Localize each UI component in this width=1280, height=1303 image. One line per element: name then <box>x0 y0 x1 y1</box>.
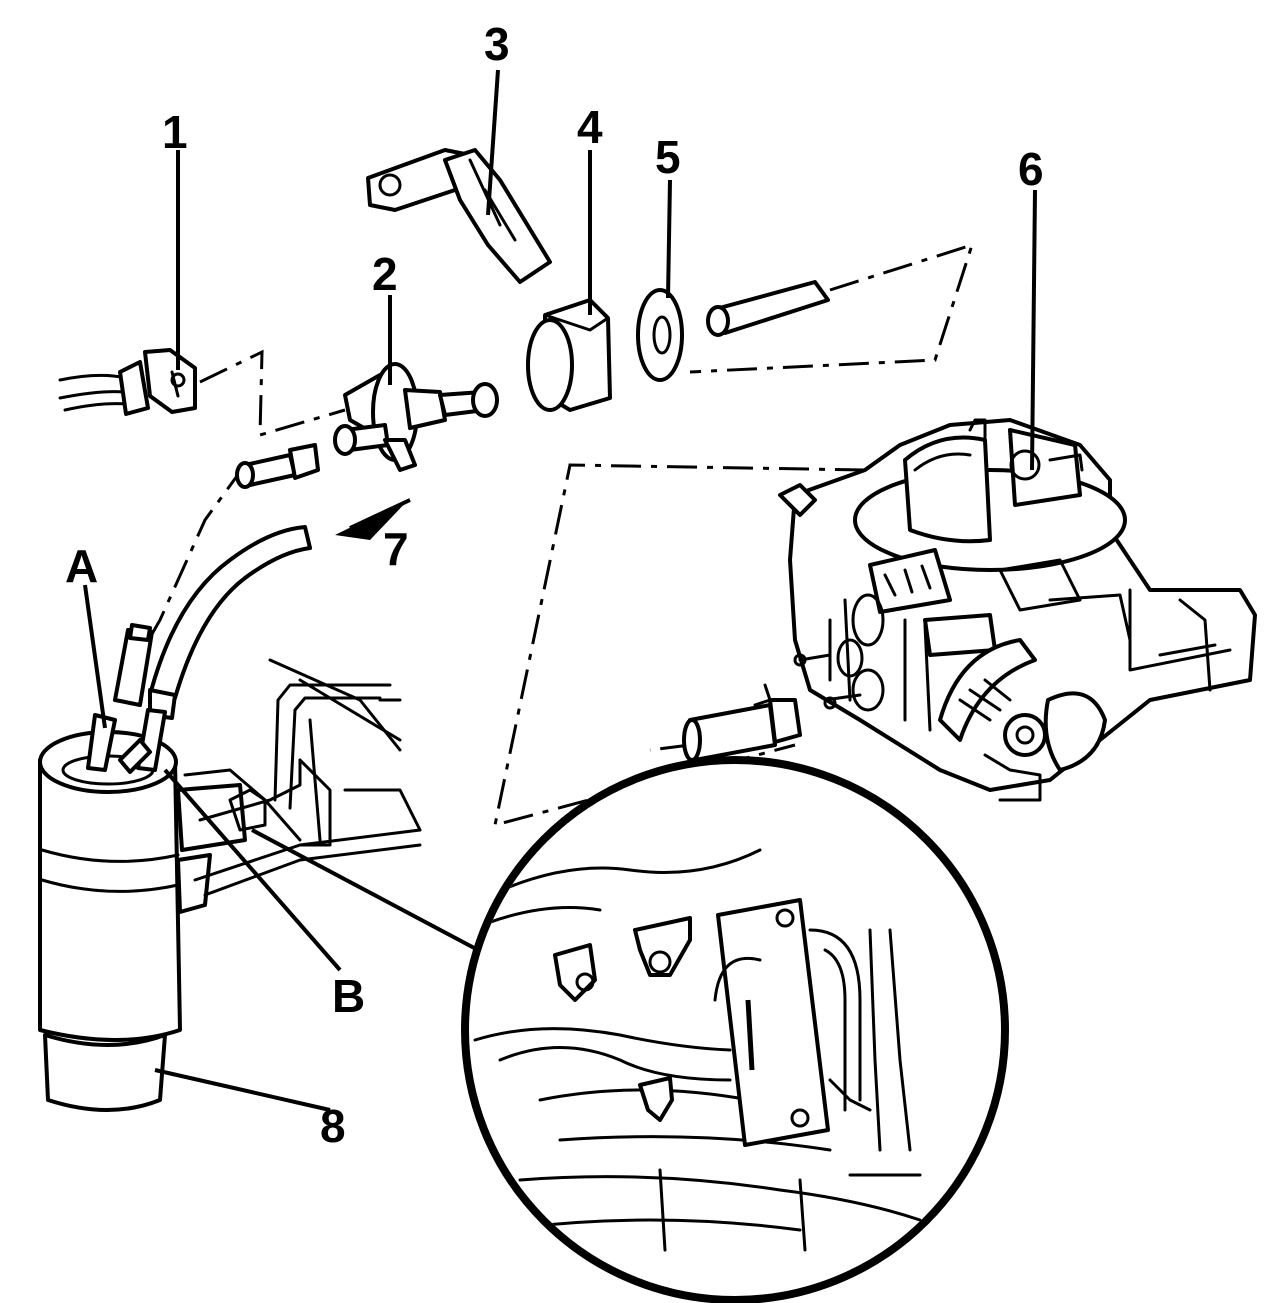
callout-1: 1 <box>162 106 188 158</box>
throttle-body <box>778 418 1257 802</box>
callout-4: 4 <box>577 101 603 153</box>
supply-hose <box>113 623 154 707</box>
callout-3: 3 <box>484 18 510 70</box>
washer <box>636 288 684 382</box>
callout-7: 7 <box>383 523 409 575</box>
detail-inset <box>251 756 1009 1303</box>
hose-fitting <box>235 443 320 489</box>
callout-2: 2 <box>372 248 398 300</box>
callout-8: 8 <box>320 1100 346 1152</box>
electrical-connector <box>58 348 197 416</box>
pressure-valve <box>333 362 499 472</box>
throttle-hose-fitting <box>682 683 802 762</box>
clamp <box>526 298 612 412</box>
callout-6: 6 <box>1018 143 1044 195</box>
callout-B: B <box>332 970 365 1022</box>
short-hose <box>706 280 830 337</box>
callout-5: 5 <box>655 131 681 183</box>
vehicle-body-structure <box>183 658 422 897</box>
callout-A: A <box>65 540 98 592</box>
leader-lines <box>83 69 1037 1112</box>
callout-labels: 1 2 3 4 5 6 7 8 A B <box>65 18 1044 1152</box>
fuel-pump <box>38 708 247 1112</box>
